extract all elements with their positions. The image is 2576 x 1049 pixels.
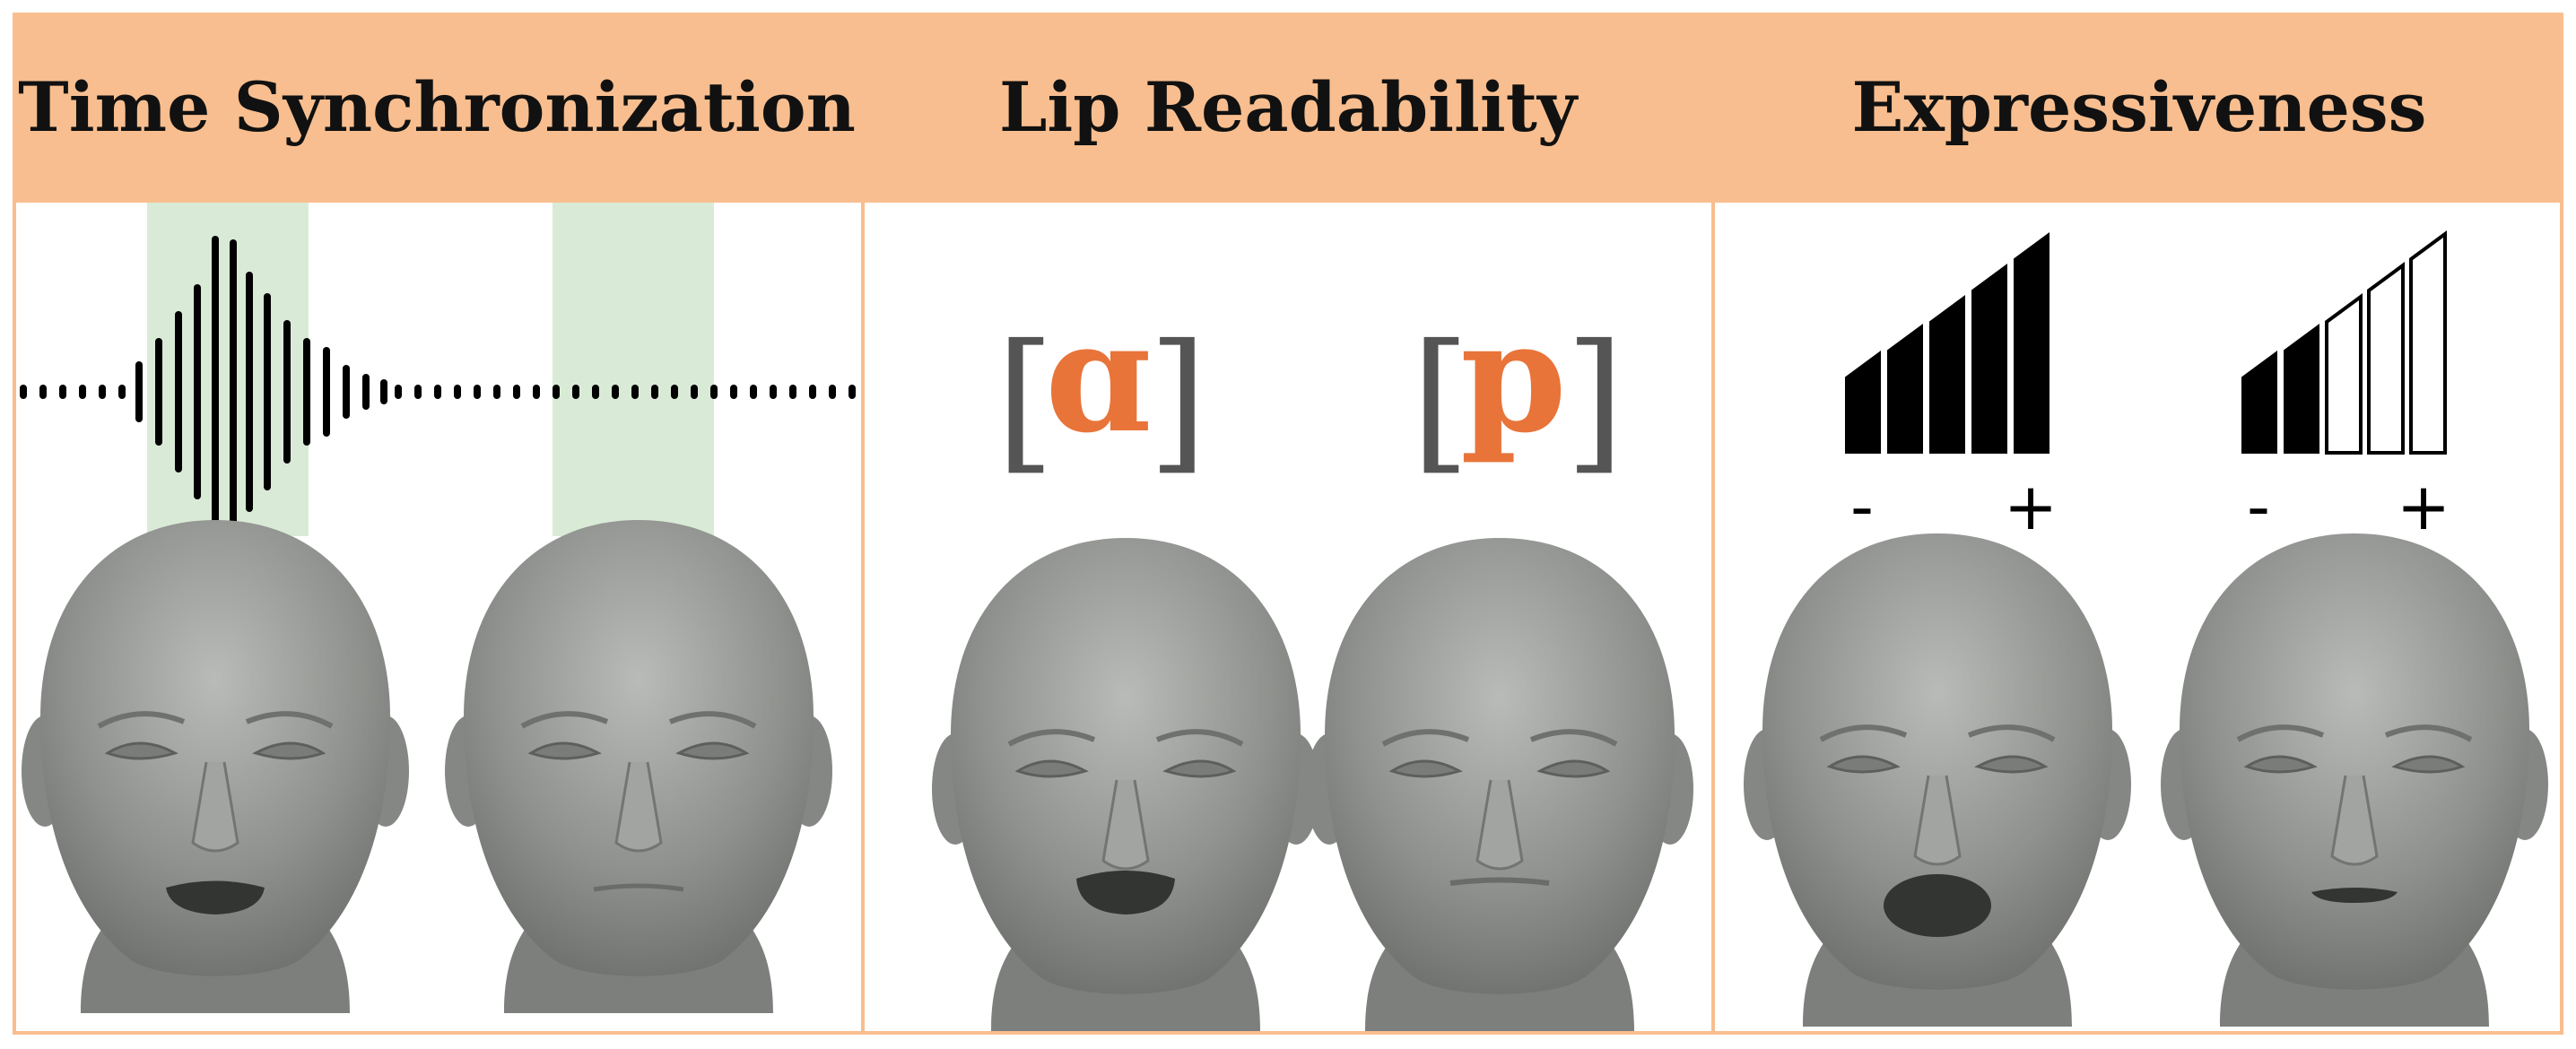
title-expressiveness: Expressiveness xyxy=(1851,67,2427,147)
phoneme-a-group: [ ɑ ] xyxy=(996,288,1207,490)
phoneme-p-group: [ p ] xyxy=(1411,288,1624,490)
panel-divider-1 xyxy=(861,13,865,1035)
svg-text:[: [ xyxy=(996,312,1055,490)
figure-frame xyxy=(13,13,2563,1035)
scale-plus-label-1: + xyxy=(2004,469,2058,544)
meter-bar xyxy=(1845,351,1881,454)
face-synced-speaking xyxy=(22,520,409,1013)
svg-text:]: ] xyxy=(1148,312,1207,490)
scale-minus-label-2: - xyxy=(2247,469,2270,544)
meter-bar xyxy=(2014,232,2049,454)
scale-plus-label-2: + xyxy=(2397,469,2450,544)
title-time-synchronization: Time Synchronization xyxy=(18,67,856,147)
scale-minus-label-1: - xyxy=(1850,469,1874,544)
audio-waveform xyxy=(20,236,856,548)
svg-text:]: ] xyxy=(1565,312,1624,490)
title-lip-readability: Lip Readability xyxy=(998,67,1578,147)
face-phoneme-a xyxy=(932,538,1319,1031)
expressiveness-meter-high xyxy=(1845,232,2049,454)
meter-bar xyxy=(2367,262,2405,455)
meter-bar xyxy=(2284,324,2319,454)
meter-bar xyxy=(1971,264,2007,454)
svg-text:[: [ xyxy=(1411,312,1470,490)
meter-bar xyxy=(2241,351,2277,454)
phoneme-a: ɑ xyxy=(1045,288,1152,467)
meter-bar xyxy=(1887,324,1923,454)
highlight-band-speech xyxy=(147,203,309,536)
panel-divider-2 xyxy=(1711,13,1715,1035)
face-low-expressiveness xyxy=(2161,533,2548,1027)
phoneme-p: p xyxy=(1460,288,1567,467)
meter-bar xyxy=(1929,295,1965,454)
face-synced-silent xyxy=(445,520,832,1013)
meter-bar xyxy=(2409,230,2447,455)
expressiveness-meter-low xyxy=(2241,230,2447,455)
header-bar xyxy=(13,13,2563,203)
face-phoneme-p xyxy=(1306,538,1693,1031)
face-high-expressiveness xyxy=(1744,533,2131,1027)
meter-bar xyxy=(2325,293,2363,455)
highlight-band-silence xyxy=(553,203,714,536)
